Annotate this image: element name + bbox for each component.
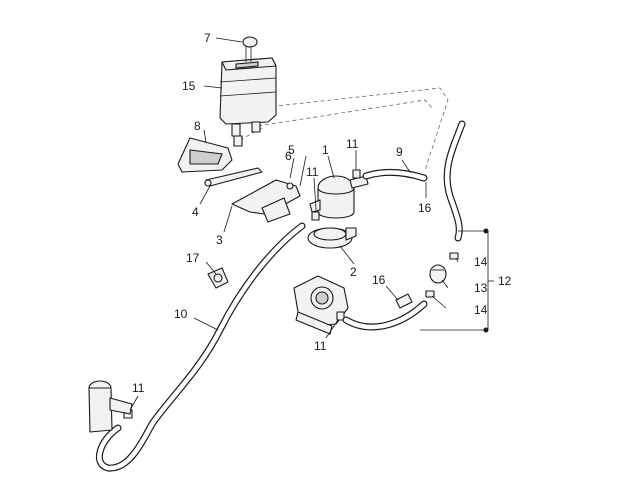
clamp-part-2 [307, 227, 357, 249]
group-marker-top [483, 228, 489, 234]
clip-part-11b [311, 211, 320, 221]
callout-4: 4 [192, 205, 199, 219]
callout-labels: 7 15 8 1 5 6 11 9 11 16 4 3 2 17 14 12 1… [132, 31, 512, 395]
callout-11-filler: 11 [132, 381, 145, 395]
callout-16-center: 16 [372, 273, 386, 287]
callout-17: 17 [186, 251, 200, 265]
callout-11-filter: 11 [306, 165, 319, 179]
callout-11-throttle: 11 [314, 339, 327, 353]
callout-13: 13 [474, 281, 488, 295]
callout-9: 9 [396, 145, 403, 159]
leader-lines [129, 37, 459, 411]
filter-part-1 [309, 175, 369, 219]
callout-12: 12 [498, 274, 512, 288]
clip-part-11c [336, 311, 345, 321]
callout-1: 1 [322, 143, 329, 157]
callout-8: 8 [194, 119, 201, 133]
callout-15: 15 [182, 79, 196, 93]
callout-5: 5 [288, 143, 295, 157]
callout-14-bottom: 14 [474, 303, 488, 317]
group-marker-bottom [483, 327, 489, 333]
filler-neck [88, 380, 133, 433]
callout-2: 2 [350, 265, 357, 279]
small-filter-part-13 [429, 264, 447, 284]
callout-7: 7 [204, 31, 211, 45]
callout-10: 10 [174, 307, 188, 321]
fitting-part-14b [425, 290, 435, 298]
bracket-part-3 [231, 179, 301, 223]
hose-lower [342, 300, 428, 331]
plug-part-16 [395, 293, 413, 309]
group-bracket-12 [420, 228, 494, 333]
canister-part-15 [219, 57, 277, 147]
callout-16-right: 16 [418, 201, 432, 215]
throttle-body [293, 275, 349, 335]
sensor-part-17 [207, 267, 229, 289]
callout-6: 6 [285, 149, 292, 163]
hose-right-vertical [443, 120, 466, 242]
hose-part-9 [362, 168, 428, 182]
strap-part-4 [204, 167, 263, 187]
callout-14-top: 14 [474, 255, 488, 269]
hose-part-10 [95, 222, 306, 472]
cap-part-7 [242, 36, 258, 62]
fitting-part-14a [449, 252, 459, 260]
clip-part-11a [352, 169, 361, 179]
callout-11-top: 11 [346, 137, 359, 151]
assembly-guide-lines [239, 87, 449, 171]
pad-part-8 [177, 137, 233, 173]
callout-3: 3 [216, 233, 223, 247]
